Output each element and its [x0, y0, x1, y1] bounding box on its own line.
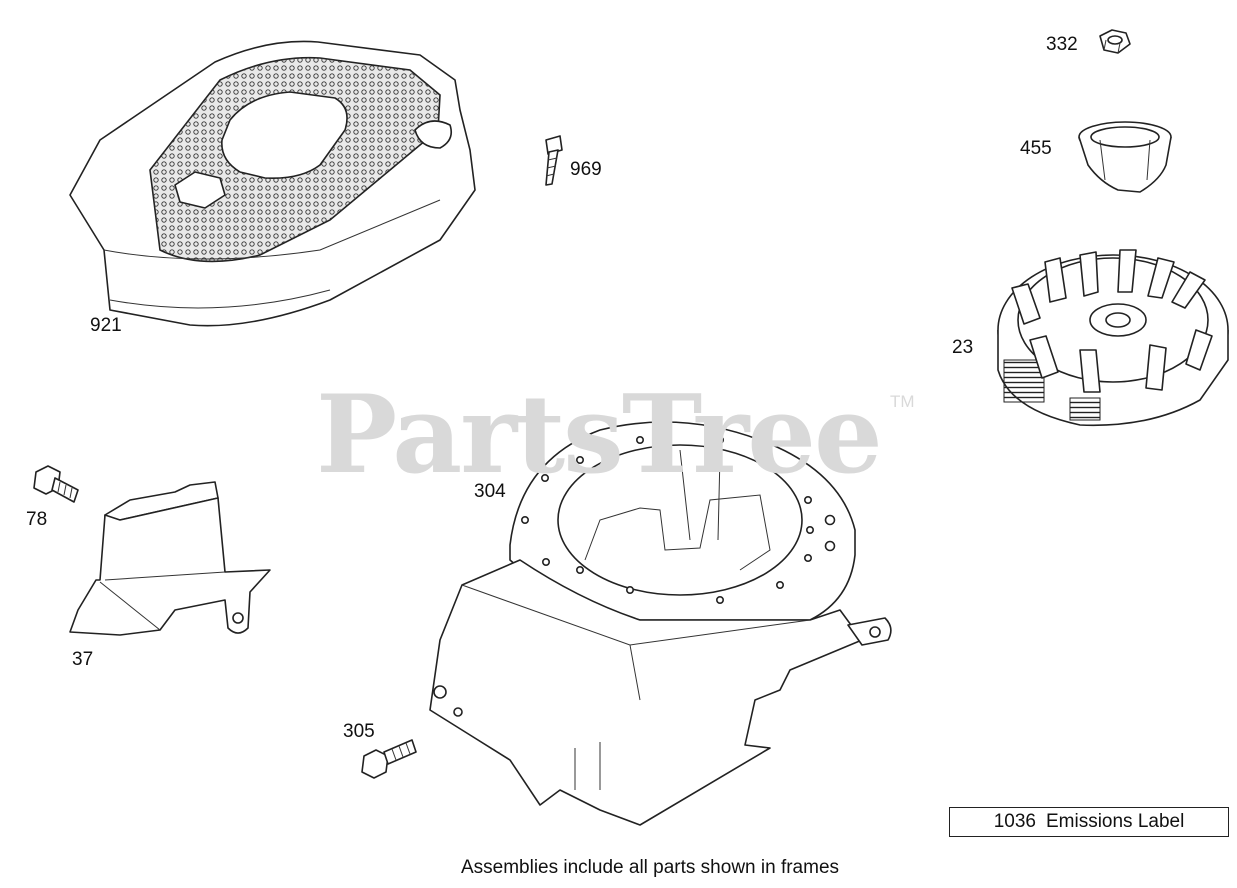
callout-78[interactable]: 78 [26, 509, 48, 530]
callout-455[interactable]: 455 [1020, 138, 1052, 159]
callout-969[interactable]: 969 [570, 159, 602, 180]
emissions-label-box[interactable]: 1036 Emissions Label [949, 807, 1229, 837]
bolt-part-305[interactable] [361, 739, 417, 779]
trademark-symbol: TM [890, 392, 915, 411]
partstree-watermark: PartsTree [316, 372, 883, 498]
flywheel-part-23[interactable] [997, 249, 1229, 427]
callout-23[interactable]: 23 [952, 337, 974, 358]
air-guide-part-37[interactable] [69, 481, 271, 636]
screw-part-969[interactable] [545, 135, 563, 186]
bolt-part-78[interactable] [33, 465, 79, 503]
emissions-label-text: Emissions Label [1045, 811, 1185, 832]
nut-part-332[interactable] [1099, 29, 1131, 54]
starter-cup-part-455[interactable] [1078, 121, 1172, 193]
assemblies-footnote: Assemblies include all parts shown in fr… [460, 857, 840, 878]
blower-housing-part-304[interactable] [429, 421, 892, 826]
callout-304[interactable]: 304 [474, 481, 506, 502]
callout-37[interactable]: 37 [72, 649, 94, 670]
callout-332[interactable]: 332 [1046, 34, 1078, 55]
callout-921[interactable]: 921 [90, 315, 122, 336]
emissions-label-number: 1036 [993, 811, 1036, 832]
callout-305[interactable]: 305 [343, 721, 375, 742]
engine-cover-part-921[interactable] [69, 40, 476, 327]
